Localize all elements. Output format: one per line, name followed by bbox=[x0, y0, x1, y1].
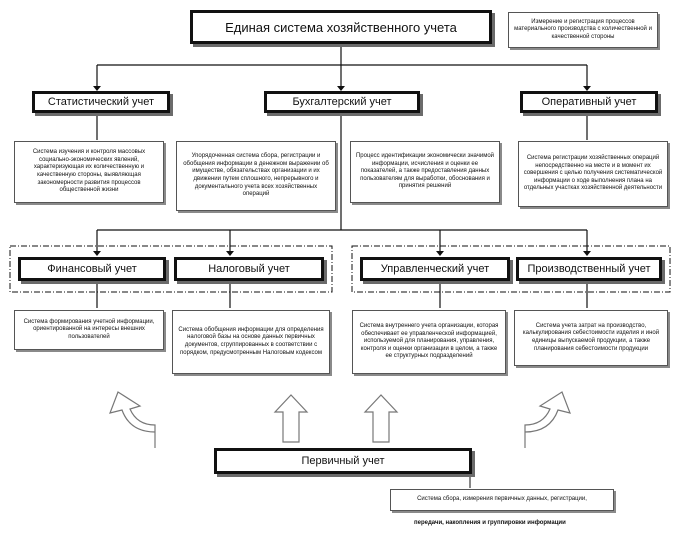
unified-accounting-note: Измерение и регистрация процессов матери… bbox=[508, 12, 658, 48]
production-accounting-desc: Система учета затрат на производство, ка… bbox=[514, 310, 668, 366]
production-accounting-box: Производственный учет bbox=[516, 257, 662, 281]
statistical-accounting-box: Статистический учет bbox=[32, 91, 170, 113]
tax-accounting-title: Налоговый учет bbox=[208, 263, 290, 275]
operational-accounting-box: Оперативный учет bbox=[520, 91, 658, 113]
management-accounting-desc: Система внутреннего учета организации, к… bbox=[352, 310, 506, 374]
statistical-accounting-desc: Система изучения и контроля массовых соц… bbox=[14, 141, 164, 203]
financial-accounting-desc-text: Система формирования учетной информации,… bbox=[23, 318, 155, 340]
operational-accounting-desc: Система регистрации хозяйственных операц… bbox=[518, 141, 668, 207]
unified-accounting-note-text: Измерение и регистрация процессов матери… bbox=[514, 18, 652, 40]
primary-accounting-desc-text: Система сбора, измерения первичных данны… bbox=[417, 496, 587, 503]
financial-accounting-desc: Система формирования учетной информации,… bbox=[14, 310, 164, 350]
production-accounting-title: Производственный учет bbox=[527, 263, 651, 275]
management-accounting-desc-text: Система внутреннего учета организации, к… bbox=[359, 323, 499, 360]
financial-accounting-box: Финансовый учет bbox=[18, 257, 166, 281]
bookkeeping-box: Бухгалтерский учет bbox=[264, 91, 420, 113]
unified-accounting-system-box: Единая система хозяйственного учета bbox=[190, 10, 492, 44]
tax-accounting-box: Налоговый учет bbox=[174, 257, 324, 281]
tax-accounting-desc-text: Система обобщения информации для определ… bbox=[178, 326, 324, 356]
primary-accounting-box: Первичный учет bbox=[214, 448, 472, 474]
financial-accounting-title: Финансовый учет bbox=[47, 263, 137, 275]
primary-accounting-desc: Система сбора, измерения первичных данны… bbox=[390, 489, 614, 511]
bookkeeping-desc: Упорядоченная система сбора, регистрации… bbox=[176, 141, 336, 211]
operational-accounting-title: Оперативный учет bbox=[541, 96, 637, 108]
primary-accounting-desc-continuation: передачи, накопления и группировки инфор… bbox=[414, 520, 566, 526]
primary-accounting-title: Первичный учет bbox=[301, 455, 385, 467]
bookkeeping-title: Бухгалтерский учет bbox=[292, 96, 392, 108]
production-accounting-desc-text: Система учета затрат на производство, ка… bbox=[522, 322, 660, 352]
bookkeeping-note-text: Процесс идентификации экономически значи… bbox=[355, 153, 495, 190]
bookkeeping-note: Процесс идентификации экономически значи… bbox=[350, 141, 500, 203]
tax-accounting-desc: Система обобщения информации для определ… bbox=[172, 310, 330, 374]
unified-accounting-system-title: Единая система хозяйственного учета bbox=[225, 19, 457, 35]
statistical-accounting-title: Статистический учет bbox=[47, 96, 155, 108]
management-accounting-box: Управленческий учет bbox=[360, 257, 510, 281]
operational-accounting-desc-text: Система регистрации хозяйственных операц… bbox=[523, 155, 663, 192]
statistical-accounting-desc-text: Система изучения и контроля массовых соц… bbox=[32, 149, 146, 194]
management-accounting-title: Управленческий учет bbox=[380, 263, 490, 275]
bookkeeping-desc-text: Упорядоченная система сбора, регистрации… bbox=[183, 153, 329, 198]
